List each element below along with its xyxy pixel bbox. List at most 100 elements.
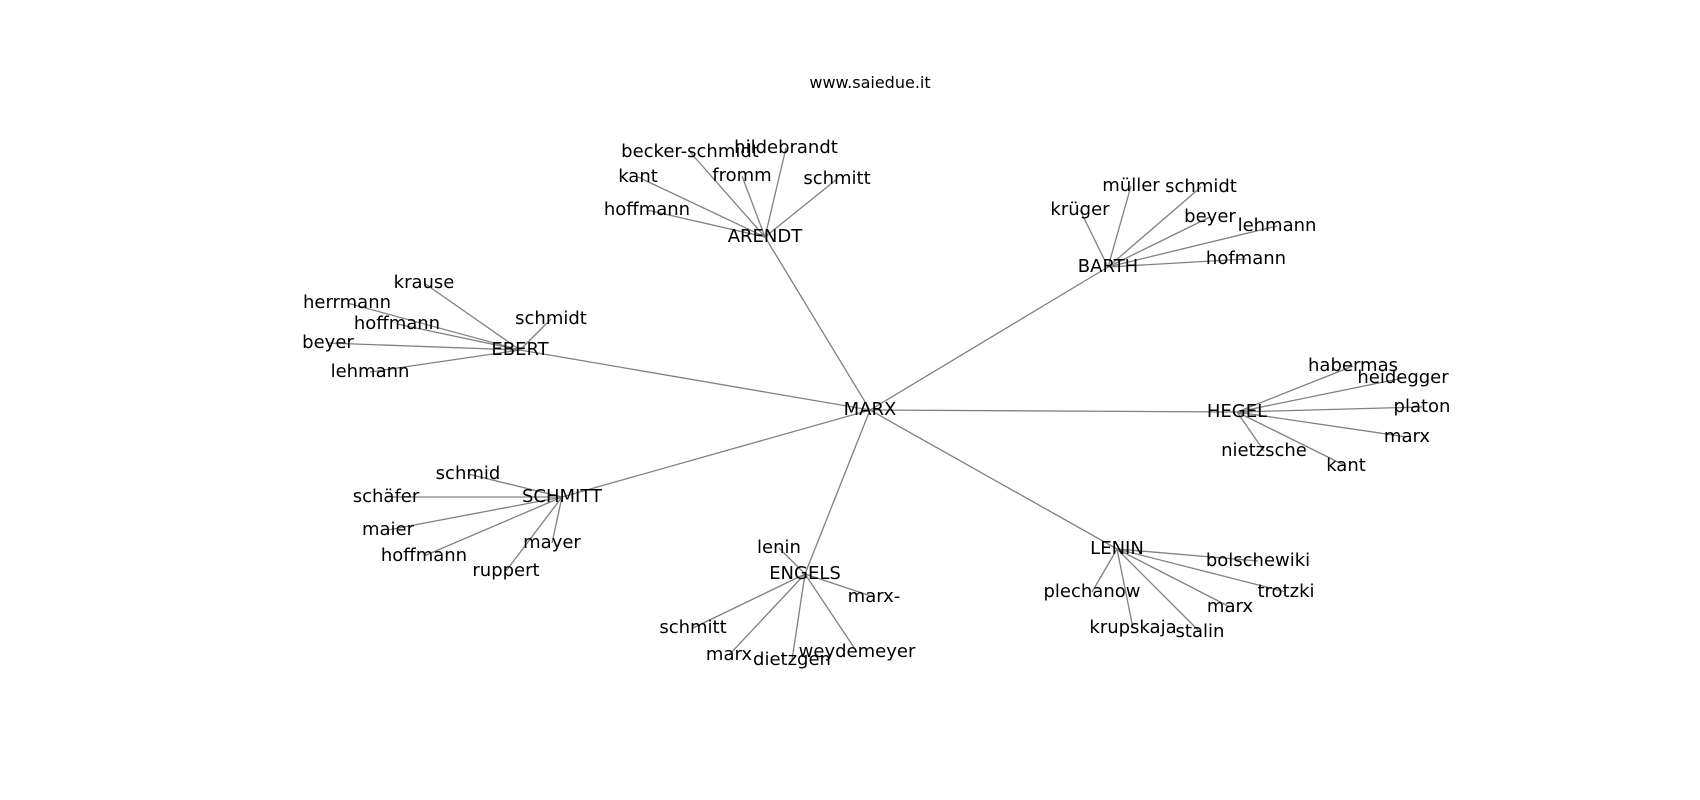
hub-node-label: BARTH <box>1078 256 1138 277</box>
leaf-node-label: marx <box>706 644 752 665</box>
edge-barth-leaf <box>1107 185 1132 268</box>
leaf-node-label: krupskaja <box>1089 617 1176 638</box>
leaf-node-label: müller <box>1102 175 1160 196</box>
leaf-node-label: marx <box>1207 596 1253 617</box>
edge-hegel-leaf <box>1236 411 1265 452</box>
edge-root-lenin <box>869 409 1118 550</box>
leaf-node-label: schäfer <box>353 486 420 507</box>
leaf-node-label: maier <box>362 519 415 540</box>
edge-lenin-leaf <box>1116 548 1134 629</box>
leaf-node-label: hildebrandt <box>734 137 838 158</box>
edge-lenin-leaf <box>1116 548 1287 593</box>
edge-barth-leaf <box>1107 186 1202 268</box>
edge-schmitt-leaf <box>551 496 563 544</box>
edge-schmitt-leaf <box>467 473 563 498</box>
edge-engels-leaf <box>804 573 875 598</box>
edge-layer <box>327 147 1423 661</box>
edge-schmitt-leaf <box>505 496 563 572</box>
edge-arendt-leaf <box>764 178 838 238</box>
leaf-node-label: hoffmann <box>381 545 467 566</box>
edge-engels-leaf <box>804 573 858 653</box>
hub-node-label: HEGEL <box>1207 401 1267 422</box>
edge-root-ebert <box>519 349 871 411</box>
leaf-node-label: marx <box>1384 426 1430 447</box>
leaf-node-label: marx- <box>848 586 901 607</box>
leaf-node-label: platon <box>1394 396 1451 417</box>
edge-root-schmitt <box>561 409 871 498</box>
edge-lenin-leaf <box>1116 548 1201 633</box>
edge-barth-leaf <box>1079 209 1109 268</box>
leaf-node-label: lehmann <box>331 361 410 382</box>
leaf-node-label: schmitt <box>803 168 870 189</box>
edge-ebert-leaf <box>327 342 521 351</box>
leaf-node-label: fromm <box>712 165 771 186</box>
edge-ebert-leaf <box>519 318 552 351</box>
hub-node-label: ARENDT <box>728 226 804 247</box>
edge-ebert-leaf <box>423 282 521 351</box>
edge-arendt-leaf <box>646 209 766 238</box>
leaf-node-label: trotzki <box>1257 581 1314 602</box>
hub-node-label: SCHMITT <box>522 486 603 507</box>
leaf-node-label: schmitt <box>659 617 726 638</box>
edge-ebert-leaf <box>346 302 521 351</box>
edge-ebert-leaf <box>369 349 521 373</box>
leaf-node-label: kant <box>1326 455 1366 476</box>
leaf-node-label: plechanow <box>1044 581 1141 602</box>
edge-root-arendt <box>764 236 871 411</box>
leaf-node-label: bolschewiki <box>1206 550 1310 571</box>
edge-root-engels <box>804 409 871 575</box>
edge-hegel-leaf <box>1236 406 1423 413</box>
hub-node-label: ENGELS <box>769 563 841 584</box>
edge-lenin-leaf <box>1116 548 1259 562</box>
edge-hegel-leaf <box>1236 411 1408 438</box>
leaf-node-label: weydemeyer <box>799 641 916 662</box>
leaf-node-label: habermas <box>1308 355 1398 376</box>
leaf-node-label: krüger <box>1050 199 1110 220</box>
edge-hegel-leaf <box>1236 377 1404 413</box>
edge-ebert-leaf <box>396 323 521 351</box>
edge-lenin-leaf <box>1091 548 1118 593</box>
edge-engels-leaf <box>791 573 806 661</box>
edge-hegel-leaf <box>1236 365 1354 413</box>
leaf-node-label: schmid <box>436 463 501 484</box>
leaf-node-label: lehmann <box>1238 215 1317 236</box>
edge-engels-leaf <box>778 547 806 575</box>
leaf-node-label: nietzsche <box>1221 440 1307 461</box>
leaf-node-label: stalin <box>1176 621 1225 642</box>
edge-arendt-leaf <box>764 147 787 238</box>
leaf-node-label: dietzgen <box>753 649 831 670</box>
hub-node-label: EBERT <box>491 339 549 360</box>
edge-schmitt-leaf <box>387 496 563 531</box>
edge-schmitt-leaf <box>423 496 563 557</box>
leaf-node-label: lenin <box>757 537 801 558</box>
root-node-label: MARX <box>844 399 897 420</box>
site-label: www.saiedue.it <box>809 73 930 92</box>
edge-arendt-leaf <box>637 176 766 238</box>
leaf-node-label: hofmann <box>1206 248 1286 269</box>
edge-barth-leaf <box>1107 216 1211 268</box>
edge-lenin-leaf <box>1116 548 1231 608</box>
hub-node-label: LENIN <box>1090 538 1144 559</box>
leaf-node-label: beyer <box>302 332 354 353</box>
leaf-node-label: herrmann <box>303 292 391 313</box>
leaf-node-label: kant <box>618 166 658 187</box>
leaf-node-label: krause <box>394 272 455 293</box>
edge-engels-leaf <box>728 573 806 656</box>
edge-arendt-leaf <box>689 151 766 238</box>
leaf-node-label: becker-schmidt <box>621 141 759 162</box>
leaf-node-label: hoffmann <box>354 313 440 334</box>
leaf-node-label: heidegger <box>1357 367 1449 388</box>
leaf-node-label: hoffmann <box>604 199 690 220</box>
edge-barth-leaf <box>1107 258 1247 268</box>
edge-arendt-leaf <box>741 175 766 238</box>
leaf-node-label: ruppert <box>472 560 539 581</box>
leaf-node-label: schmidt <box>1165 176 1237 197</box>
edge-engels-leaf <box>692 573 806 629</box>
edge-hegel-leaf <box>1236 411 1347 467</box>
leaf-node-label: mayer <box>523 532 581 553</box>
edge-root-barth <box>869 266 1109 411</box>
leaf-node-label: schmidt <box>515 308 587 329</box>
edge-barth-leaf <box>1107 225 1278 268</box>
